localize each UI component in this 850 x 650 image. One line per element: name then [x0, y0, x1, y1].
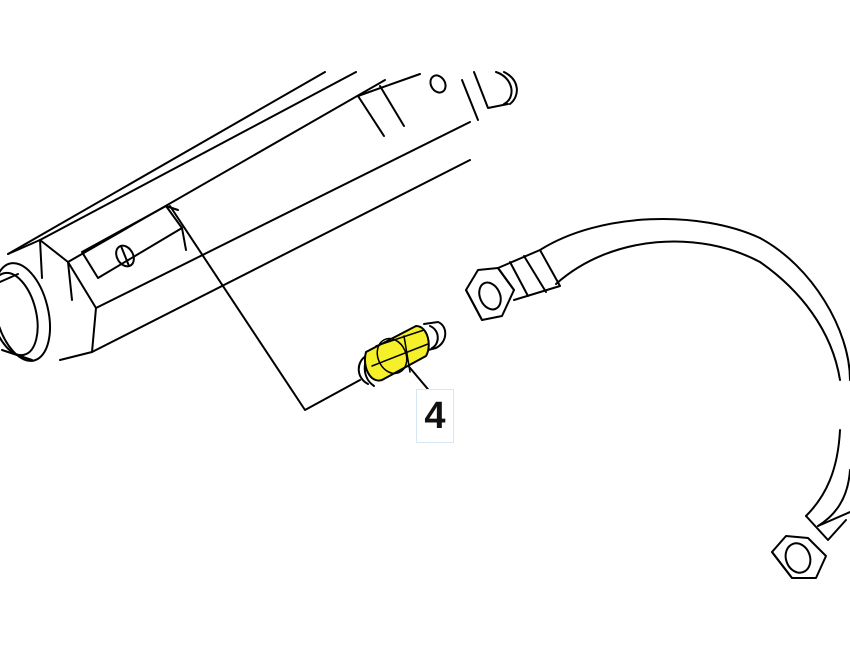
union-fitting[interactable] [357, 321, 447, 387]
callout-leader-line [169, 205, 433, 411]
callout-label-4[interactable]: 4 [416, 389, 454, 443]
fuel-line [465, 217, 850, 579]
fuel-rail [0, 71, 518, 362]
